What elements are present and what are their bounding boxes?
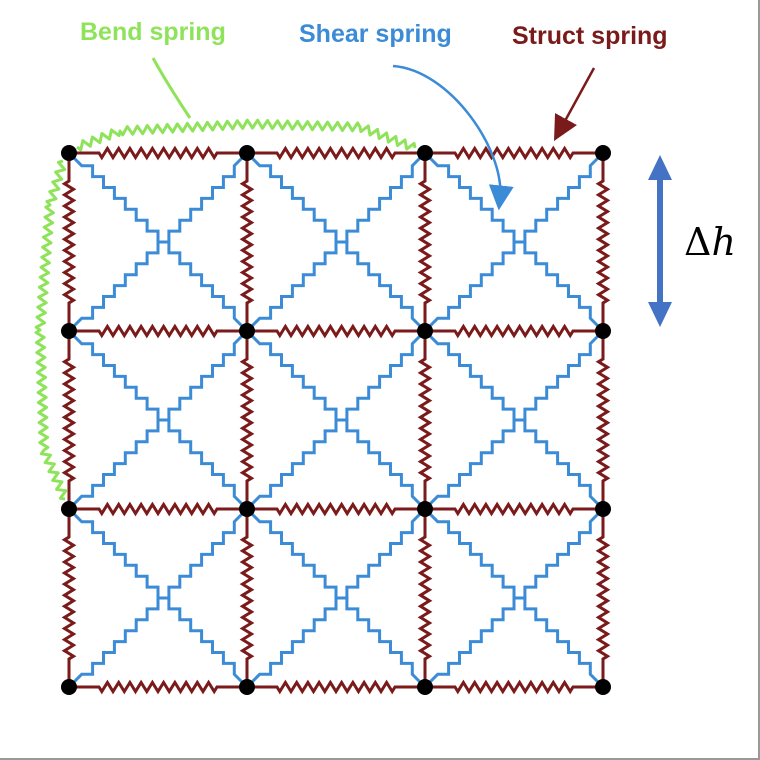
delta-symbol: Δ <box>684 220 712 264</box>
mass-node-3-1 <box>595 323 611 339</box>
shear-spring-diag-up-1-1 <box>245 329 427 511</box>
bend-pointer-arrow <box>151 57 192 119</box>
struct-spring-v-1-1 <box>239 331 255 509</box>
delta-h-arrowhead-bottom <box>648 302 672 327</box>
struct-spring-v-2-0 <box>417 153 433 331</box>
mass-node-2-2 <box>417 501 433 517</box>
struct-spring-h-0-3 <box>69 679 247 695</box>
delta-h-label: Δh <box>684 220 736 264</box>
bend-spring-vertical <box>34 159 68 501</box>
mass-node-2-0 <box>417 145 433 161</box>
shear-spring-diag-up-1-2 <box>245 507 427 689</box>
struct-spring-h-0-2 <box>69 501 247 517</box>
mass-node-3-3 <box>595 679 611 695</box>
struct-spring-v-0-2 <box>61 509 77 687</box>
bend-spring-label: Bend spring <box>80 18 226 46</box>
mass-node-3-0 <box>595 145 611 161</box>
struct-springs-layer <box>61 145 611 695</box>
bend-spring-horizontal <box>76 118 417 152</box>
mass-nodes-layer <box>61 145 611 695</box>
struct-spring-v-1-2 <box>239 509 255 687</box>
mass-node-1-3 <box>239 679 255 695</box>
shear-spring-diag-up-2-0 <box>423 151 605 333</box>
shear-spring-label: Shear spring <box>299 20 452 48</box>
shear-spring-diag-up-1-0 <box>245 151 427 333</box>
struct-spring-h-1-1 <box>247 323 425 339</box>
struct-pointer-arrow <box>553 67 596 141</box>
mass-node-0-2 <box>61 501 77 517</box>
struct-spring-h-1-2 <box>247 501 425 517</box>
mass-node-2-1 <box>417 323 433 339</box>
struct-spring-v-1-0 <box>239 153 255 331</box>
struct-spring-h-2-2 <box>425 501 603 517</box>
mass-node-0-1 <box>61 323 77 339</box>
struct-spring-h-0-0 <box>69 145 247 161</box>
struct-spring-h-1-0 <box>247 145 425 161</box>
mass-node-1-0 <box>239 145 255 161</box>
struct-spring-v-3-2 <box>595 509 611 687</box>
struct-spring-h-2-0 <box>425 145 603 161</box>
struct-spring-v-2-2 <box>417 509 433 687</box>
shear-spring-diag-up-2-2 <box>423 507 605 689</box>
mass-node-3-2 <box>595 501 611 517</box>
struct-spring-h-1-3 <box>247 679 425 695</box>
bend-springs-layer <box>34 118 417 501</box>
shear-spring-diag-up-2-1 <box>423 329 605 511</box>
label-pointers-layer <box>151 57 596 211</box>
shear-springs-layer <box>67 151 605 689</box>
struct-spring-v-0-1 <box>61 331 77 509</box>
shear-spring-diag-up-0-1 <box>67 329 249 511</box>
struct-spring-h-2-1 <box>425 323 603 339</box>
struct-spring-v-2-1 <box>417 331 433 509</box>
shear-spring-diag-up-0-2 <box>67 507 249 689</box>
delta-variable: h <box>711 220 736 264</box>
struct-spring-label: Struct spring <box>512 22 668 50</box>
struct-spring-h-2-3 <box>425 679 603 695</box>
mass-node-0-0 <box>61 145 77 161</box>
mass-node-0-3 <box>61 679 77 695</box>
mass-node-1-2 <box>239 501 255 517</box>
mass-node-1-1 <box>239 323 255 339</box>
shear-pointer-arrow <box>392 64 514 211</box>
delta-h-arrow <box>648 155 672 327</box>
mass-node-2-3 <box>417 679 433 695</box>
delta-h-arrowhead-top <box>648 155 672 180</box>
struct-spring-v-3-0 <box>595 153 611 331</box>
struct-spring-v-3-1 <box>595 331 611 509</box>
shear-spring-diag-up-0-0 <box>67 151 249 333</box>
struct-spring-h-0-1 <box>69 323 247 339</box>
struct-spring-v-0-0 <box>61 153 77 331</box>
